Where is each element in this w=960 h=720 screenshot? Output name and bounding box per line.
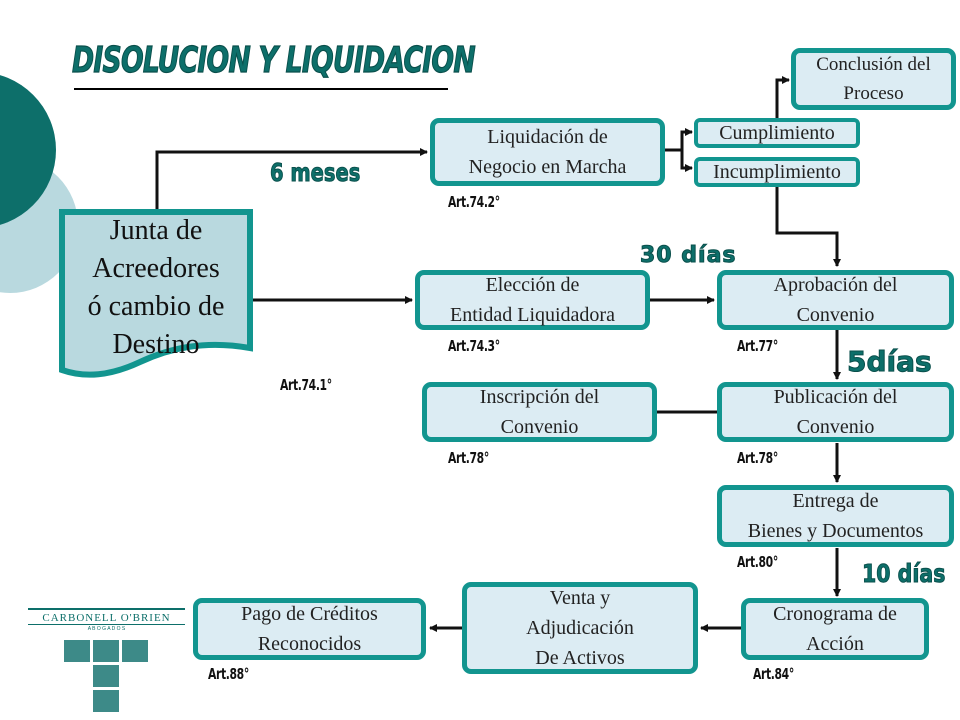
arrow-cumplimiento-to-conclusion [775,76,790,119]
start-line-2: Acreedores [92,253,220,284]
duration-5-dias: 5días [847,345,933,379]
pago-line-1: Pago de Créditos [241,603,378,625]
box-eleccion: Elección de Entidad Liquidadora [415,270,650,330]
arrow-to-incumplimiento [680,150,693,172]
box-inscripcion: Inscripción del Convenio [422,382,657,442]
art-88: Art.88° [208,665,249,683]
art-74-1: Art.74.1° [280,376,332,394]
venta-line-1: Venta y [549,587,611,609]
box-cumplimiento: Cumplimiento [694,118,860,148]
start-line-3: ó cambio de [87,291,225,322]
start-line-4: Destino [112,329,200,360]
publicacion-line-1: Publicación del [773,386,898,408]
venta-line-2: Adjudicación [526,617,634,639]
inscripcion-line-1: Inscripción del [479,386,600,408]
art-78-publicacion: Art.78° [737,449,778,467]
art-78-inscripcion: Art.78° [448,449,489,467]
eleccion-line-2: Entidad Liquidadora [450,304,615,326]
start-line-1: Junta de [109,215,203,246]
arrow-start-to-liquidacion [155,148,428,214]
cumplimiento-label: Cumplimiento [719,122,835,144]
incumplimiento-label: Incumplimiento [713,161,841,183]
arrow-to-cumplimiento [680,128,693,150]
venta-line-3: De Activos [535,647,625,669]
art-80: Art.80° [737,553,778,571]
box-cronograma: Cronograma de Acción [741,598,929,660]
logo-name: CARBONELL O'BRIEN [42,612,171,624]
box-conclusion: Conclusión del Proceso [791,48,956,110]
aprobacion-line-1: Aprobación del [773,274,898,296]
box-incumplimiento: Incumplimiento [694,157,860,187]
start-box-text: Junta de Acreedores ó cambio de Destino [62,212,250,364]
publicacion-line-2: Convenio [796,416,875,438]
box-entrega: Entrega de Bienes y Documentos [717,485,954,547]
box-aprobacion: Aprobación del Convenio [717,270,954,330]
title-underline [74,88,448,90]
art-74-2: Art.74.2° [448,193,500,211]
cronograma-line-1: Cronograma de [773,603,897,625]
box-publicacion: Publicación del Convenio [717,382,954,442]
page-title: DISOLUCION Y LIQUIDACION [72,39,477,81]
art-77: Art.77° [737,337,778,355]
box-liquidacion: Liquidación de Negocio en Marcha [430,118,665,186]
cronograma-line-2: Acción [806,633,864,655]
logo-squares-icon [64,640,148,712]
art-84: Art.84° [753,665,794,683]
box-venta: Venta y Adjudicación De Activos [462,582,698,674]
logo-top-rule [28,608,185,610]
pago-line-2: Reconocidos [257,633,362,655]
liquidacion-line-2: Negocio en Marcha [468,156,627,178]
duration-30-dias: 30 días [640,243,737,269]
conclusion-line-2: Proceso [843,83,904,104]
logo-subtitle: A B O G A D O S [87,626,126,632]
duration-10-dias: 10 días [862,559,946,589]
inscripcion-line-2: Convenio [500,416,579,438]
eleccion-line-1: Elección de [485,274,580,296]
company-logo: CARBONELL O'BRIEN A B O G A D O S [28,608,185,717]
arrow-incumplimiento-to-aprobacion [775,186,841,267]
box-pago: Pago de Créditos Reconocidos [193,598,426,660]
logo-mid-rule [28,624,185,625]
aprobacion-line-2: Convenio [796,304,875,326]
duration-6-meses: 6 meses [270,158,361,188]
conclusion-line-1: Conclusión del [816,54,931,75]
liquidacion-line-1: Liquidación de [487,126,608,148]
art-74-3: Art.74.3° [448,337,500,355]
dark-circle-shape [0,75,56,225]
entrega-line-1: Entrega de [792,490,879,512]
entrega-line-2: Bienes y Documentos [747,520,924,542]
